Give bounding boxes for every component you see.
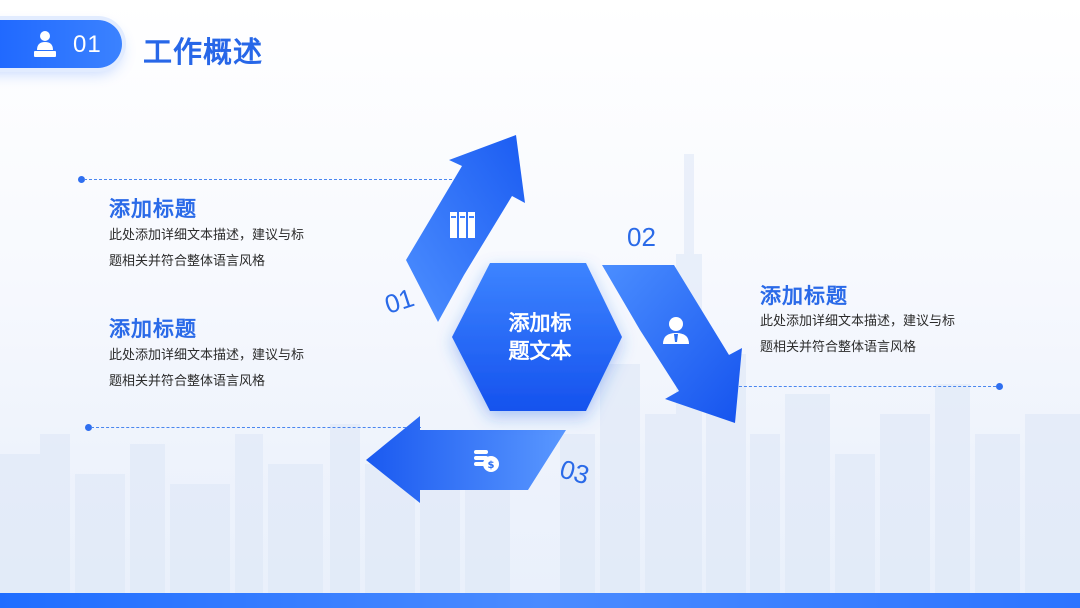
block-3-desc-line2: 题相关并符合整体语言风格 [760, 340, 917, 355]
block-1-desc: 此处添加详细文本描述，建议与标 题相关并符合整体语言风格 [109, 223, 329, 275]
block-2-title: 添加标题 [109, 317, 197, 341]
connector-dot [85, 424, 92, 431]
bottom-accent-bar [0, 593, 1080, 608]
center-label-line2: 题文本 [508, 339, 572, 363]
page-title: 工作概述 [143, 35, 264, 69]
block-2-desc-line2: 题相关并符合整体语言风格 [109, 374, 266, 389]
block-3-desc-line1: 此处添加详细文本描述，建议与标 [760, 314, 956, 329]
connector-dot [996, 383, 1003, 390]
center-label-line1: 添加标 [508, 311, 572, 335]
block-1-title: 添加标题 [109, 197, 197, 221]
block-3-desc: 此处添加详细文本描述，建议与标 题相关并符合整体语言风格 [760, 309, 980, 361]
center-hexagon [452, 263, 622, 411]
books-icon [450, 212, 475, 238]
section-number: 01 [73, 31, 102, 58]
block-1-desc-line2: 题相关并符合整体语言风格 [109, 254, 266, 269]
svg-text:$: $ [488, 460, 495, 471]
connector-line [724, 386, 996, 387]
connector-dot [78, 176, 85, 183]
block-2-desc: 此处添加详细文本描述，建议与标 题相关并符合整体语言风格 [109, 343, 329, 395]
block-3-title: 添加标题 [760, 284, 848, 308]
connector-line [84, 179, 462, 180]
block-1-desc-line1: 此处添加详细文本描述，建议与标 [109, 228, 305, 243]
connector-line [91, 427, 421, 428]
coins-icon: $ [474, 450, 499, 472]
arrow-step-3 [366, 416, 566, 503]
person-desk-icon [34, 31, 56, 57]
user-icon [663, 317, 689, 344]
city-skyline-background [0, 154, 1080, 594]
block-2-desc-line1: 此处添加详细文本描述，建议与标 [109, 348, 305, 363]
section-badge [0, 20, 122, 68]
center-label: 添加标 题文本 [470, 309, 610, 365]
step-number-2: 02 [627, 222, 656, 252]
